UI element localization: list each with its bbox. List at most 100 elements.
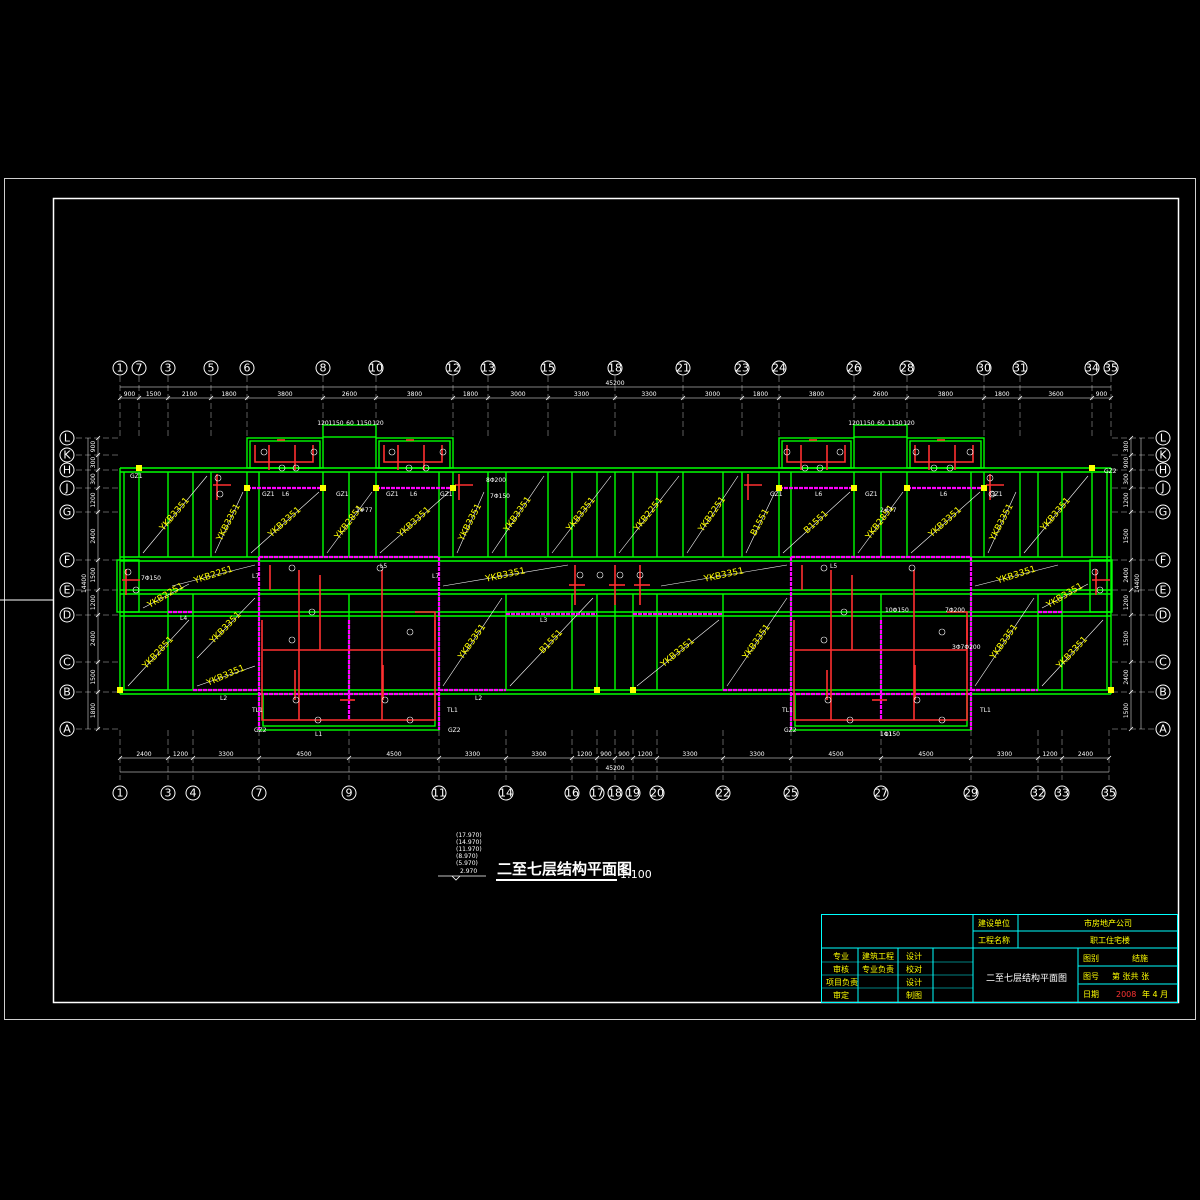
slab-label: YKB3351 [1038,496,1072,534]
axis-bottom-label: 27 [874,787,888,800]
slab-label: YKB3351 [995,565,1038,587]
axis-right-label-circle [1155,654,1171,670]
rebar-callout [292,464,300,472]
wall-outline [909,440,982,469]
dim-left-tick [95,587,101,593]
tb-label-date: 日期 [1083,990,1099,999]
slab-label: YKB3351 [215,502,243,543]
dim-right-overall: 14400 [1134,574,1141,593]
rebar-callout [278,464,286,472]
dim-bottom-text: 3300 [749,751,764,758]
axis-top-label-circle [315,360,331,376]
dim-right-text: 2400 [1123,669,1130,684]
wall-outline [116,559,140,613]
axis-left-label: H [63,464,71,477]
rebar-note: 2#77 [880,507,897,514]
dim-left-tick [95,557,101,563]
dim-top-text: 1800 [221,391,236,398]
slab-label: YKB3351 [741,623,773,663]
axis-bottom-label: 18 [608,787,622,800]
slab-label: YKB3351 [988,623,1020,663]
axis-top-label-circle [899,360,915,376]
dim-top-overall: 45200 [605,380,624,387]
column-gz [450,485,456,491]
slab-diagonal [1041,583,1089,609]
axis-bottom-label: 4 [190,787,197,800]
axis-top-label: 26 [847,362,861,375]
rebar-callout [406,716,414,724]
axis-right-label: K [1159,449,1167,462]
dim-top-text: 3800 [407,391,422,398]
tb-sheet-number: 第 张共 张 [1112,971,1149,981]
axis-bottom-label-circle [649,785,665,801]
rebar-callout [913,696,921,704]
column-gz [904,485,910,491]
rebar-callout [930,464,938,472]
slab-label: YKB2251 [632,496,666,535]
rebar-note: 1#77 [356,507,373,514]
axis-bottom-label-circle [185,785,201,801]
axis-bottom-label: 14 [499,787,513,800]
column-gz [1089,465,1095,471]
axis-top-label: 6 [244,362,251,375]
axis-top-label-circle [368,360,384,376]
dim-top-tick [450,395,456,401]
axis-top-label-circle [734,360,750,376]
tb-month: 年 4 月 [1142,989,1168,999]
slab-label: YKB3351 [456,502,484,544]
axis-right-label-circle [1155,504,1171,520]
slab-diagonal [196,665,256,687]
rebar-line [261,620,436,721]
dim-bottom-text: 900 [600,751,612,758]
dim-top-text: 3000 [510,391,525,398]
slab-label: YKB3351 [702,566,745,585]
axis-right-label: L [1160,432,1167,445]
elevation-2: (14.970) [456,839,482,846]
dim-top-tick [851,395,857,401]
slab-diagonal [551,475,612,554]
beam-label: GZ1 [865,491,878,498]
axis-top-label: 35 [1104,362,1118,375]
rebar-callout [288,564,296,572]
beam-label: L6 [282,491,289,498]
axis-left-label: K [63,449,71,462]
axis-top-label: 24 [772,362,786,375]
tb-project: 职工住宅楼 [1090,935,1130,945]
slab-label: YKB2251 [192,565,235,587]
dim-top-tick [117,395,123,401]
column-gz [117,687,123,693]
dim-top-sub: 1150 [356,420,371,427]
rebar-callout [260,448,268,456]
dim-left-tick [95,612,101,618]
dim-top-sub: 60 [877,420,885,427]
slab-diagonal [1041,619,1104,687]
wall-outline [322,424,377,438]
rebar-callout [988,490,996,498]
column-gz [136,465,142,471]
slab-diagonal [456,491,485,554]
slab-label: YKB3351 [484,566,527,585]
beam-label: GZ1 [440,491,453,498]
tb-label-arch: 建筑工程 [862,951,894,961]
dim-left-tick [95,509,101,515]
dim-bottom-tick [1035,755,1041,761]
axis-left-label-circle [59,504,75,520]
tb-sheet-type: 结施 [1132,953,1148,963]
beam-label: GZ1 [262,491,275,498]
beam-label: L6 [815,491,822,498]
axis-bottom-label-circle [783,785,799,801]
axis-left-label-circle [59,447,75,463]
slab-label: YKB3351 [266,505,303,540]
dim-left-tick [95,659,101,665]
axis-top-label: 30 [977,362,991,375]
axis-right-label: G [1159,506,1168,519]
axis-top-label-circle [1012,360,1028,376]
axis-top-label-circle [239,360,255,376]
dim-bottom-overall: 45200 [605,765,624,772]
dim-bottom-text: 3300 [218,751,233,758]
axis-left-label-circle [59,654,75,670]
beam-label: TL1 [979,707,991,714]
axis-right-label: A [1159,723,1167,736]
dim-right-text: 300 [1123,473,1130,485]
